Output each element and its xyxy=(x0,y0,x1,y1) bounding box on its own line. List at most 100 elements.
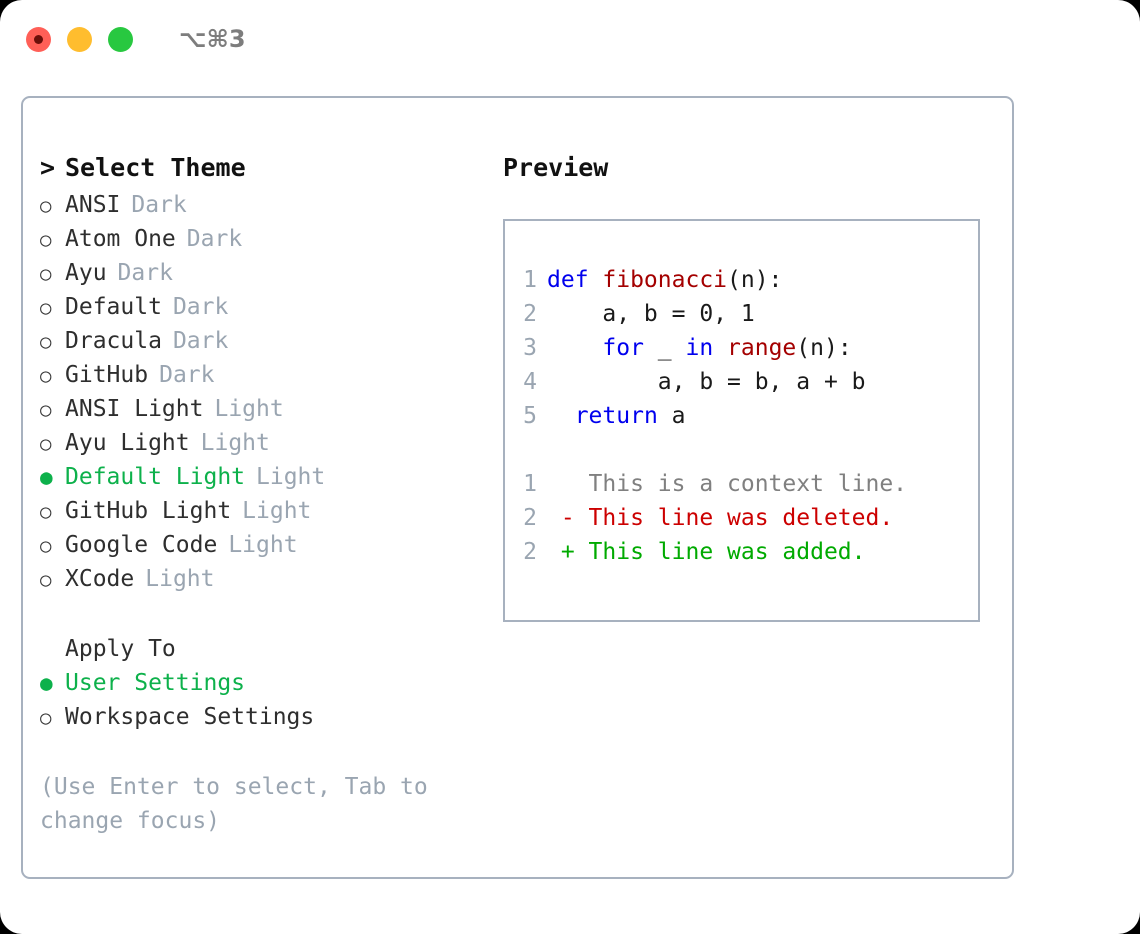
close-icon xyxy=(34,34,43,44)
line-number: 1 xyxy=(523,471,537,497)
radio-selected-icon: ● xyxy=(40,671,53,695)
page-title: Select Theme xyxy=(65,153,246,182)
code-token xyxy=(547,335,602,361)
theme-variant-tag: Light xyxy=(242,498,312,524)
theme-name: Default Light xyxy=(65,464,246,490)
code-token: in xyxy=(685,335,728,361)
radio-unselected-icon: ○ xyxy=(40,569,52,591)
theme-name: ANSI Light xyxy=(65,396,204,422)
apply-to-indent: ○ xyxy=(40,633,65,667)
apply-to-option-label: Workspace Settings xyxy=(65,704,315,730)
theme-list-item[interactable]: ○ XCode Light xyxy=(40,562,493,596)
radio-unselected-icon: ○ xyxy=(40,331,52,353)
theme-list-item[interactable]: ○ Atom One Dark xyxy=(40,222,493,256)
theme-variant-tag: Dark xyxy=(186,226,243,252)
code-token xyxy=(547,437,561,463)
theme-name: Default xyxy=(65,294,162,320)
apply-to-option[interactable]: ●User Settings xyxy=(40,666,493,700)
theme-variant-tag: Light xyxy=(214,396,284,422)
theme-name: GitHub Light xyxy=(65,498,232,524)
radio-unselected-icon: ○ xyxy=(40,535,52,557)
theme-name: Atom One xyxy=(65,226,176,252)
line-number: 1 xyxy=(523,267,537,293)
code-line: 1 This is a context line. xyxy=(505,467,978,501)
code-token: (n): xyxy=(796,335,852,361)
theme-variant-tag: Light xyxy=(228,532,298,558)
code-line-content: return a xyxy=(547,399,686,433)
theme-list-item[interactable]: ○ Ayu Dark xyxy=(40,256,493,290)
theme-variant-tag: Dark xyxy=(172,328,229,354)
apply-to-title: Apply To xyxy=(65,636,176,662)
radio-unselected-icon: ○ xyxy=(40,297,52,319)
window-controls xyxy=(26,26,133,52)
keyboard-hint-text: (Use Enter to select, Tab to change focu… xyxy=(40,774,428,834)
keyboard-shortcut-label: ⌥⌘3 xyxy=(179,25,246,53)
apply-to-header: ○Apply To xyxy=(40,632,493,666)
close-window-button[interactable] xyxy=(26,26,51,52)
code-token: for xyxy=(602,335,644,361)
code-token: def xyxy=(547,267,603,293)
apply-to-options: ●User Settings ○ Workspace Settings xyxy=(40,666,493,734)
code-line: 2 a, b = 0, 1 xyxy=(505,297,978,331)
radio-unselected-icon: ○ xyxy=(40,707,52,729)
code-line: 5 return a xyxy=(505,399,978,433)
radio-unselected-icon: ○ xyxy=(40,263,52,285)
theme-variant-tag: Light xyxy=(200,430,270,456)
spacer xyxy=(40,596,493,632)
theme-list-item[interactable]: ● Default Light Light xyxy=(40,460,493,494)
theme-variant-tag: Light xyxy=(256,464,326,490)
code-line-content: for _ in range(n): xyxy=(547,331,852,365)
theme-name: Ayu Light xyxy=(65,430,190,456)
code-token: - This line was deleted. xyxy=(547,505,894,531)
theme-list-item[interactable]: ○ GitHub Light Light xyxy=(40,494,493,528)
radio-unselected-icon: ○ xyxy=(40,195,52,217)
apply-to-option[interactable]: ○ Workspace Settings xyxy=(40,700,493,734)
code-token: (n): xyxy=(727,267,783,293)
theme-variant-tag: Dark xyxy=(117,260,173,286)
radio-selected-icon: ● xyxy=(40,465,53,489)
code-token: a, b = 0, 1 xyxy=(547,301,755,327)
radio-unselected-icon: ○ xyxy=(40,433,52,455)
minimize-window-button[interactable] xyxy=(67,26,92,52)
code-token: _ xyxy=(643,335,686,361)
code-token: a, b = b, a + b xyxy=(547,369,866,395)
theme-variant-tag: Light xyxy=(145,566,215,592)
maximize-window-button[interactable] xyxy=(108,26,133,52)
code-line: 1 def fibonacci(n): xyxy=(505,263,978,297)
line-number: 2 xyxy=(523,505,537,531)
code-line: 4 a, b = b, a + b xyxy=(505,365,978,399)
radio-unselected-icon: ○ xyxy=(40,229,52,251)
chevron-right-icon: > xyxy=(40,153,56,182)
code-line-content xyxy=(547,433,561,467)
theme-list-item[interactable]: ○ Ayu Light Light xyxy=(40,426,493,460)
title-bar: ⌥⌘3 xyxy=(0,0,1140,78)
code-line: 2 + This line was added. xyxy=(505,535,978,569)
line-number: 5 xyxy=(523,403,537,429)
code-token: fibonacci xyxy=(602,267,728,293)
theme-name: ANSI xyxy=(65,192,121,218)
code-line-content: + This line was added. xyxy=(547,535,866,569)
radio-unselected-icon: ○ xyxy=(40,501,52,523)
code-token: a xyxy=(657,403,686,429)
code-token: return xyxy=(574,403,658,429)
code-line: 3 for _ in range(n): xyxy=(505,331,978,365)
theme-name: XCode xyxy=(65,566,135,592)
code-line-content: This is a context line. xyxy=(547,467,908,501)
code-line: 2 - This line was deleted. xyxy=(505,501,978,535)
code-line-content: - This line was deleted. xyxy=(547,501,893,535)
theme-name: GitHub xyxy=(65,362,149,388)
line-number: 2 xyxy=(523,301,537,327)
theme-name: Ayu xyxy=(65,260,107,286)
